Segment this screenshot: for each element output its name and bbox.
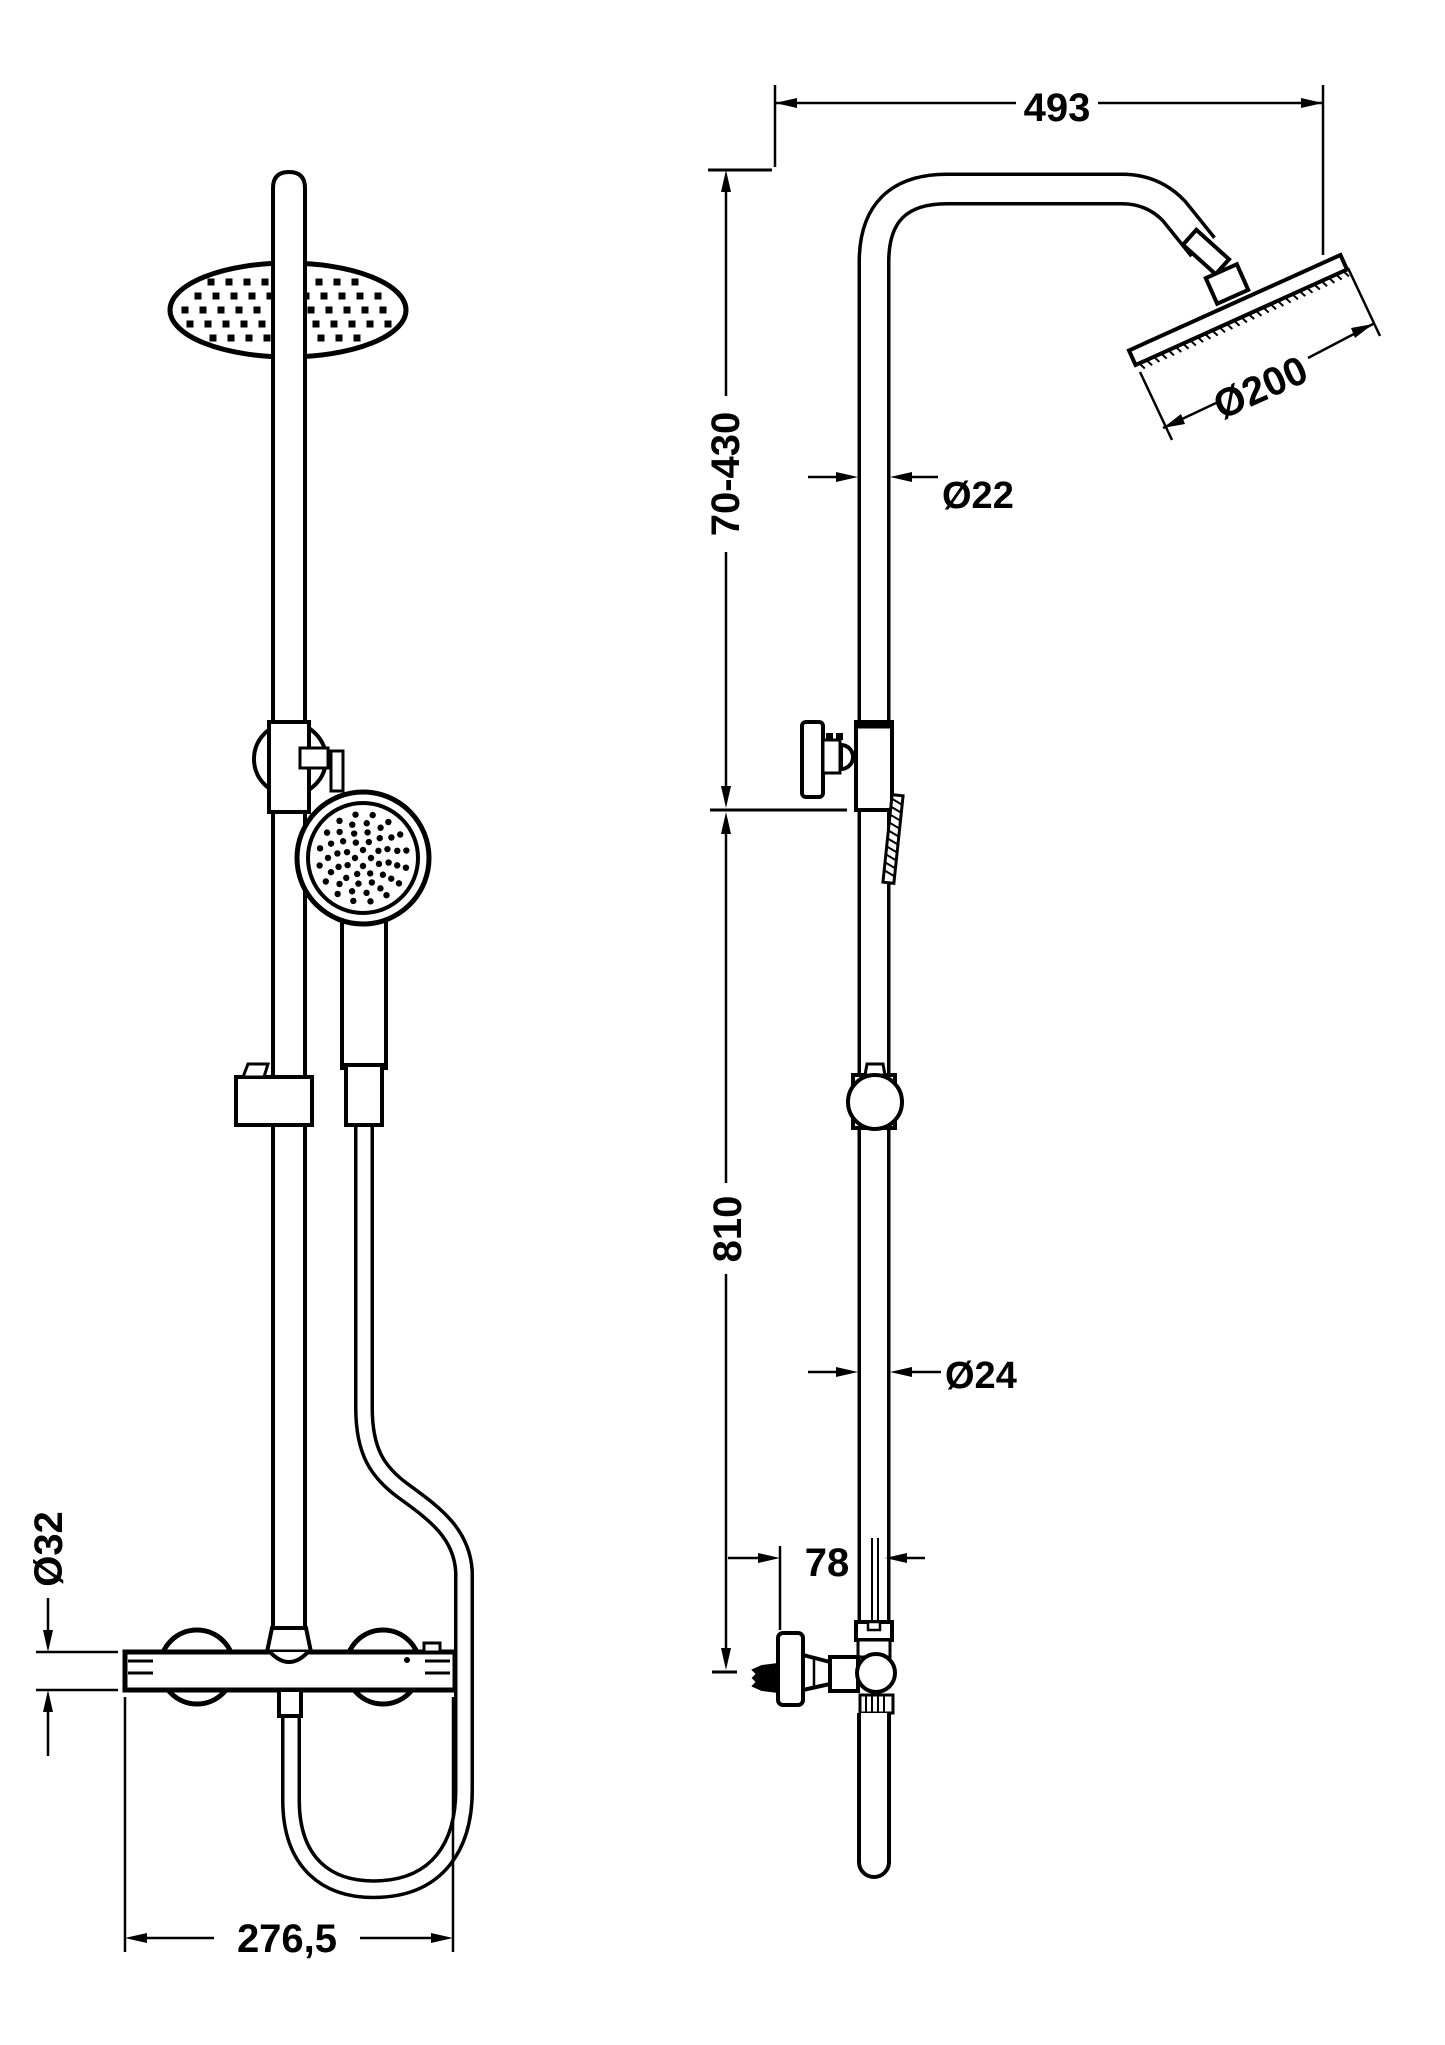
hose-nut-ribs <box>865 1695 885 1713</box>
dim-22: Ø22 <box>808 472 1014 517</box>
dim-810-label: 810 <box>706 1196 750 1263</box>
valve-hex-nut-side <box>801 1652 832 1693</box>
head-collar <box>1180 227 1232 277</box>
dim-32: Ø32 <box>27 1511 118 1756</box>
hand-shower-head-inner <box>306 801 420 915</box>
dim-78: 78 <box>728 1541 925 1630</box>
gooseneck-pipe-outline <box>857 172 1216 1624</box>
hand-shower-grip <box>344 1063 384 1127</box>
hand-shower-handle <box>340 916 388 1070</box>
valve-collar-notch <box>866 1620 882 1632</box>
riser-pipe-front <box>271 169 307 1634</box>
valve-body-side <box>828 1655 860 1693</box>
dim-810: 810 <box>706 812 750 1674</box>
rain-head-nozzle-edge <box>1138 270 1350 370</box>
dim-276-5: 276,5 <box>123 1697 455 1961</box>
dim-493: 493 <box>773 85 1325 255</box>
wall-plate-side <box>776 1631 805 1707</box>
dim-22-label: Ø22 <box>942 475 1014 517</box>
front-view <box>122 169 474 1900</box>
valve-button <box>422 1641 442 1654</box>
dim-24-label: Ø24 <box>945 1355 1017 1397</box>
wall-nipple-side <box>751 1662 779 1694</box>
slider-holder-front <box>234 1075 314 1127</box>
head-ball-joint <box>1203 261 1251 307</box>
hose-outlet <box>277 1688 303 1718</box>
dim-70-430: 70-430 <box>704 168 847 812</box>
dim-32-label: Ø32 <box>27 1511 71 1587</box>
hose-side <box>857 1713 891 1879</box>
dimension-annotations: 493 70-430 810 Ø22 <box>27 85 1382 1961</box>
hose-outline <box>281 1120 474 1900</box>
bracket-hub-side <box>821 738 842 775</box>
hose-core <box>284 1120 471 1896</box>
bracket-plate-side <box>800 720 825 799</box>
valve-connector-bulge <box>268 1650 310 1664</box>
bracket-screw-a <box>826 733 833 740</box>
diverter-lever-front <box>329 749 345 793</box>
gooseneck-pipe-core <box>861 176 1214 1624</box>
hand-shower-side-hatch <box>883 797 903 878</box>
dim-276-5-label: 276,5 <box>237 1917 337 1961</box>
dim-200-label: Ø200 <box>1207 348 1314 428</box>
dim-493-label: 493 <box>1024 86 1091 130</box>
valve-end-slots-right <box>425 1659 450 1675</box>
hose-nut-side <box>858 1693 895 1715</box>
slider-knob-side <box>846 1073 904 1131</box>
valve-top-connector <box>264 1626 314 1654</box>
side-view <box>751 172 1350 1879</box>
dim-78-label: 78 <box>805 1541 850 1585</box>
bracket-cap-side <box>839 742 855 772</box>
valve-pin <box>404 1657 410 1663</box>
dim-70-430-label: 70-430 <box>704 412 748 537</box>
diverter-knob-front <box>298 746 330 770</box>
slider-lever-front <box>240 1062 271 1079</box>
valve-sphere-side <box>855 1652 897 1694</box>
inner-hose-lines <box>871 1538 879 1620</box>
hand-shower-nozzles <box>316 811 410 905</box>
valve-end-slots-left <box>128 1659 153 1675</box>
rail-sleeve-side <box>854 720 894 812</box>
bracket-screw-b <box>836 733 843 740</box>
dim-24: Ø24 <box>808 1355 1017 1397</box>
